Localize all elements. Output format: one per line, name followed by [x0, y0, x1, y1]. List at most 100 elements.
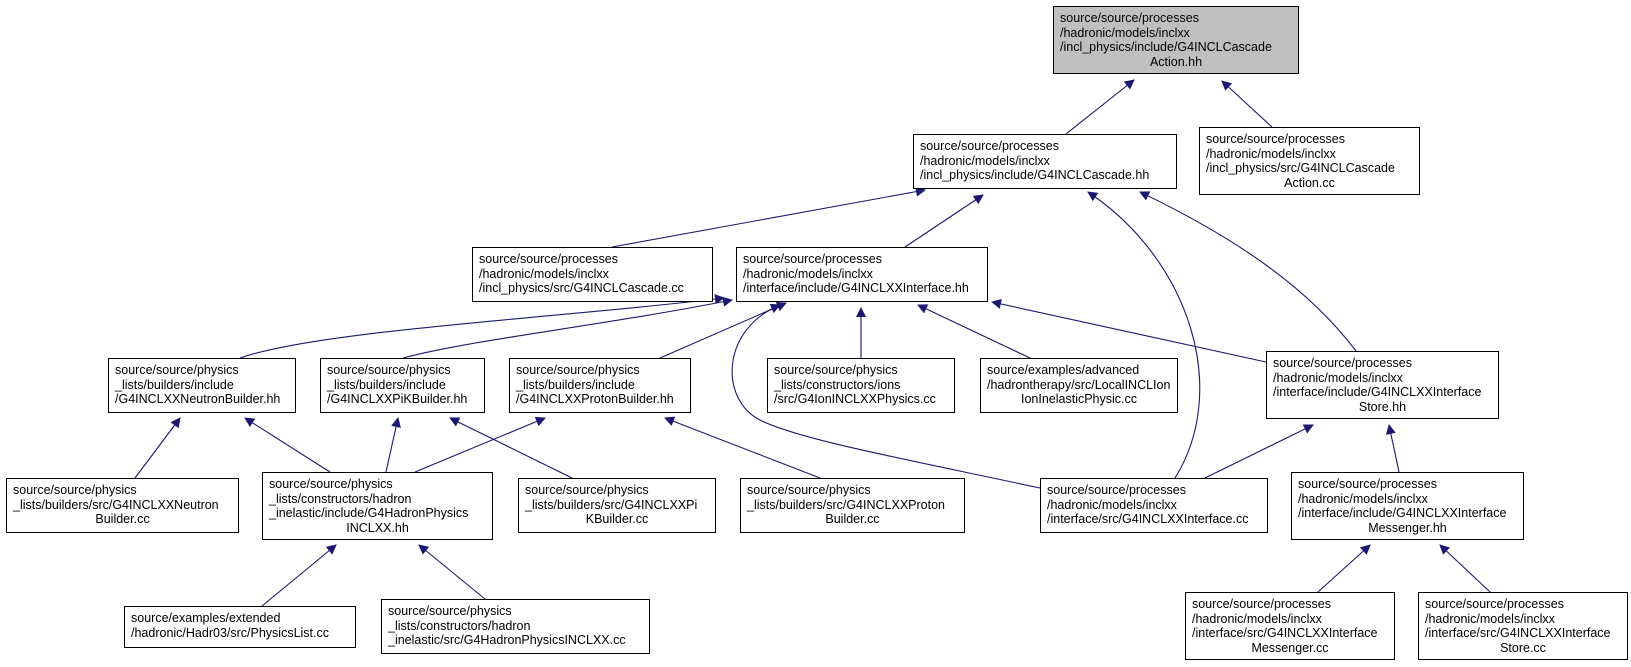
node-label-line: /hadronic/models/inclxx: [479, 266, 609, 281]
node-pik-builder-hh[interactable]: source/source/physics_lists/builders/inc…: [320, 358, 485, 413]
node-pik-builder-cc[interactable]: source/source/physics_lists/builders/src…: [518, 478, 716, 533]
node-label-line: /incl_physics/src/G4INCLCascade.cc: [479, 281, 684, 295]
node-cascade-hh[interactable]: source/source/processes/hadronic/models/…: [913, 134, 1177, 189]
node-ion-physics-cc[interactable]: source/source/physics_lists/constructors…: [767, 358, 955, 413]
node-label-line: /G4INCLXXProtonBuilder.hh: [516, 392, 674, 406]
node-label-line: /hadronic/models/inclxx: [920, 153, 1050, 168]
node-label-line: /hadronic/models/inclxx: [1273, 370, 1403, 385]
node-label-line: _lists/builders/src/G4INCLXXProton: [747, 497, 945, 512]
node-hadron-physics-cc[interactable]: source/source/physics_lists/constructors…: [381, 599, 650, 654]
node-proton-builder-cc[interactable]: source/source/physics_lists/builders/src…: [740, 478, 965, 533]
edge-interface_cc-to-interface_store_hh: [1204, 424, 1314, 479]
node-label-line: source/source/physics: [269, 477, 393, 491]
node-label-line: source/source/processes: [1060, 11, 1199, 25]
node-label-line: /G4INCLXXPiKBuilder.hh: [327, 392, 468, 406]
node-label-line: /incl_physics/include/G4INCLCascade: [1060, 40, 1272, 54]
node-physics-list-cc[interactable]: source/examples/extended/hadronic/Hadr03…: [124, 606, 356, 648]
edge-proton_builder_cc-to-proton_builder_hh: [664, 416, 821, 479]
node-label-line: /interface/src/G4INCLXXInterface: [1192, 626, 1378, 640]
node-label-line: _lists/constructors/hadron: [269, 491, 412, 506]
node-label-line: Action.hh: [1149, 54, 1203, 69]
edge-neutron_builder_hh-to-interface_hh: [239, 294, 725, 359]
node-label-line: _inelastic/src/G4HadronPhysicsINCLXX.cc: [388, 633, 626, 647]
edge-interface_messenger_cc-to-interface_messenger_hh: [1317, 544, 1371, 593]
edge-pik_builder_hh-to-interface_hh: [402, 296, 733, 359]
node-cascade-action-cc[interactable]: source/source/processes/hadronic/models/…: [1199, 127, 1420, 195]
node-label-line: Action.cc: [1284, 175, 1335, 190]
edge-interface_hh-to-cascade_hh: [904, 194, 984, 248]
node-label-line: /hadronic/models/inclxx: [1192, 611, 1322, 626]
node-label-line: /hadronic/Hadr03/src/PhysicsList.cc: [131, 625, 329, 640]
node-label-line: Messenger.cc: [1251, 640, 1329, 655]
node-cascade-action-hh[interactable]: source/source/processes/hadronic/models/…: [1053, 6, 1299, 74]
edge-proton_builder_hh-to-interface_hh: [659, 302, 787, 359]
node-label-line: IonInelasticPhysic.cc: [1020, 392, 1138, 406]
node-interface-messenger-hh[interactable]: source/source/processes/hadronic/models/…: [1291, 472, 1524, 540]
node-label-line: _lists/builders/src/G4INCLXXNeutron: [13, 497, 219, 512]
edge-interface_store_cc-to-interface_messenger_hh: [1439, 544, 1491, 593]
node-label-line: source/examples/extended: [131, 611, 281, 625]
edge-local_incl_cc-to-interface_hh: [917, 304, 1031, 359]
edge-neutron_builder_cc-to-neutron_builder_hh: [134, 417, 181, 479]
node-interface-hh[interactable]: source/source/processes/hadronic/models/…: [736, 247, 988, 302]
node-interface-cc[interactable]: source/source/processes/hadronic/models/…: [1040, 478, 1268, 533]
node-label-line: source/source/processes: [920, 139, 1059, 153]
edge-interface_cc-to-cascade_hh: [1087, 191, 1201, 479]
edge-cascade_action_cc-to-cascade_action_hh: [1221, 80, 1273, 128]
node-label-line: /incl_physics/src/G4INCLCascade: [1206, 161, 1395, 175]
node-label-line: source/source/physics: [774, 363, 898, 377]
node-label-line: Builder.cc: [95, 512, 150, 526]
node-label-line: /interface/include/G4INCLXXInterface: [1298, 506, 1507, 520]
node-label-line: /src/G4IonINCLXXPhysics.cc: [774, 392, 936, 406]
node-label-line: _lists/constructors/ions: [774, 377, 901, 392]
node-label-line: source/source/physics: [327, 363, 451, 377]
edge-physics_list_cc-to-hadron_physics_hh: [261, 544, 337, 607]
node-label-line: /interface/include/G4INCLXXInterface.hh: [743, 281, 969, 295]
node-label-line: _lists/constructors/hadron: [388, 618, 531, 633]
node-label-line: /hadronic/models/inclxx: [1206, 146, 1336, 161]
node-neutron-builder-hh[interactable]: source/source/physics_lists/builders/inc…: [108, 358, 296, 413]
node-label-line: source/source/processes: [743, 252, 882, 266]
edge-interface_messenger_hh-to-interface_store_hh: [1385, 424, 1400, 473]
node-label-line: Store.cc: [1500, 640, 1546, 655]
node-label-line: source/source/physics: [388, 604, 512, 618]
node-label-line: /hadronic/models/inclxx: [1298, 491, 1428, 506]
node-label-line: source/source/processes: [1047, 483, 1186, 497]
node-label-line: source/source/physics: [747, 483, 871, 497]
node-label-line: /G4INCLXXNeutronBuilder.hh: [115, 392, 281, 406]
node-label-line: /hadronic/models/inclxx: [1047, 497, 1177, 512]
node-label-line: KBuilder.cc: [585, 512, 649, 526]
node-neutron-builder-cc[interactable]: source/source/physics_lists/builders/src…: [6, 478, 239, 533]
node-label-line: _inelastic/include/G4HadronPhysics: [269, 506, 469, 520]
edge-hadron_physics_hh-to-pik_builder_hh: [385, 417, 401, 473]
node-label-line: /hadrontherapy/src/LocalINCLIon: [987, 377, 1171, 392]
node-hadron-physics-hh[interactable]: source/source/physics_lists/constructors…: [262, 472, 493, 540]
node-label-line: _lists/builders/src/G4INCLXXPi: [525, 497, 698, 512]
node-label-line: /interface/src/G4INCLXXInterface: [1425, 626, 1611, 640]
node-label-line: /hadronic/models/inclxx: [1425, 611, 1555, 626]
node-label-line: _lists/builders/include: [327, 377, 446, 392]
node-label-line: /hadronic/models/inclxx: [743, 266, 873, 281]
node-label-line: source/examples/advanced: [987, 363, 1140, 377]
node-label-line: Messenger.hh: [1368, 520, 1447, 535]
node-label-line: INCLXX.hh: [346, 520, 409, 535]
edge-cascade_cc-to-cascade_hh: [611, 186, 926, 248]
node-interface-messenger-cc[interactable]: source/source/processes/hadronic/models/…: [1185, 592, 1395, 660]
node-label-line: /interface/include/G4INCLXXInterface: [1273, 385, 1482, 399]
node-interface-store-hh[interactable]: source/source/processes/hadronic/models/…: [1266, 351, 1499, 419]
node-label-line: Builder.cc: [825, 512, 880, 526]
node-label-line: source/source/processes: [1425, 597, 1564, 611]
node-label-line: Store.hh: [1358, 399, 1407, 414]
node-label-line: source/source/processes: [479, 252, 618, 266]
node-local-incl-cc[interactable]: source/examples/advanced/hadrontherapy/s…: [980, 358, 1178, 413]
edge-hadron_physics_hh-to-proton_builder_hh: [414, 416, 546, 473]
node-label-line: source/source/processes: [1273, 356, 1412, 370]
node-proton-builder-hh[interactable]: source/source/physics_lists/builders/inc…: [509, 358, 691, 413]
node-label-line: _lists/builders/include: [516, 377, 635, 392]
node-label-line: /incl_physics/include/G4INCLCascade.hh: [920, 168, 1150, 182]
node-cascade-cc[interactable]: source/source/processes/hadronic/models/…: [472, 247, 713, 302]
node-label-line: source/source/physics: [13, 483, 137, 497]
node-interface-store-cc[interactable]: source/source/processes/hadronic/models/…: [1418, 592, 1628, 660]
